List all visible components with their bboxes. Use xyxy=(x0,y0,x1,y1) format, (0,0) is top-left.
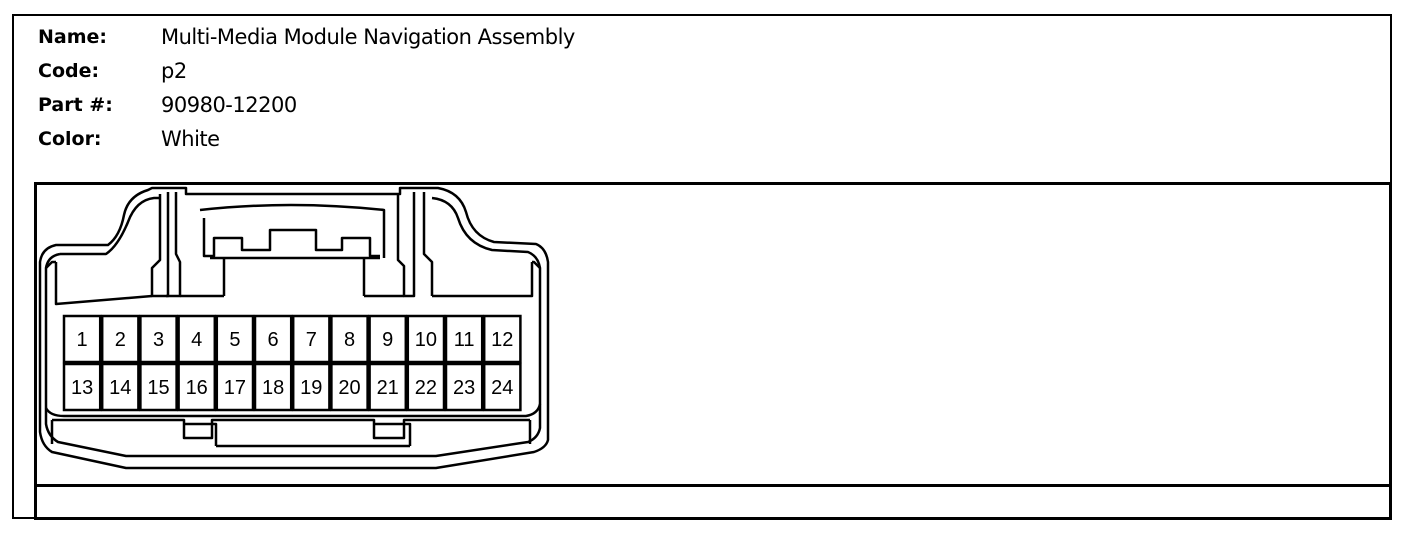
pin-cavity-11 xyxy=(444,314,484,364)
pin-cavity-23 xyxy=(444,362,484,412)
pin-label-16: 16 xyxy=(186,377,208,399)
code-value: p2 xyxy=(161,59,187,83)
pin-label-14: 14 xyxy=(109,377,131,399)
pin-label-4: 4 xyxy=(191,329,202,351)
pin-label-24: 24 xyxy=(491,377,513,399)
pin-label-18: 18 xyxy=(262,377,284,399)
color-label: Color: xyxy=(38,128,102,150)
pin-label-11: 11 xyxy=(454,329,475,351)
pin-cavity-8 xyxy=(330,314,369,364)
code-label: Code: xyxy=(38,60,100,82)
pin-label-7: 7 xyxy=(306,329,317,351)
pin-cavity-19 xyxy=(291,362,331,412)
pin-label-1: 1 xyxy=(77,329,88,351)
pin-cavity-13 xyxy=(62,362,102,412)
pin-cavity-17 xyxy=(215,362,255,412)
pin-label-21: 21 xyxy=(377,377,399,399)
pin-label-3: 3 xyxy=(153,329,164,351)
pin-label-12: 12 xyxy=(491,329,513,351)
pin-label-8: 8 xyxy=(344,329,355,351)
part-value: 90980-12200 xyxy=(161,93,297,117)
pin-label-5: 5 xyxy=(229,329,240,351)
pin-cavity-2 xyxy=(100,314,140,364)
pin-cavity-9 xyxy=(368,314,408,364)
pin-cavity-14 xyxy=(100,362,140,412)
pin-cavity-22 xyxy=(406,362,446,412)
pin-label-22: 22 xyxy=(415,377,437,399)
pin-cavity-15 xyxy=(139,362,178,412)
pin-label-20: 20 xyxy=(338,377,360,399)
color-value: White xyxy=(161,127,220,151)
pin-cavity-21 xyxy=(368,362,408,412)
diagram-frame xyxy=(34,182,1392,520)
pin-cavity-4 xyxy=(177,314,217,364)
pin-label-6: 6 xyxy=(268,329,279,351)
pin-cavity-24 xyxy=(482,362,522,412)
pin-cavity-10 xyxy=(406,314,446,364)
diagram-divider xyxy=(36,484,1391,487)
name-label: Name: xyxy=(38,26,108,48)
pin-label-13: 13 xyxy=(71,377,93,399)
name-value: Multi-Media Module Navigation Assembly xyxy=(161,25,575,49)
pin-cavity-7 xyxy=(291,314,331,364)
pin-cavity-1 xyxy=(62,314,102,364)
pin-label-10: 10 xyxy=(415,329,437,351)
pin-label-9: 9 xyxy=(382,329,393,351)
pin-label-23: 23 xyxy=(453,377,475,399)
pin-cavity-5 xyxy=(215,314,255,364)
pin-cavity-3 xyxy=(139,314,178,364)
pin-cavity-18 xyxy=(253,362,293,412)
pin-cavity-16 xyxy=(177,362,217,412)
pin-label-19: 19 xyxy=(300,377,322,399)
pin-label-17: 17 xyxy=(224,377,246,399)
part-label: Part #: xyxy=(38,94,113,116)
pin-label-15: 15 xyxy=(147,377,169,399)
pin-cavity-20 xyxy=(330,362,369,412)
pin-cavity-6 xyxy=(253,314,293,364)
pin-cavity-12 xyxy=(482,314,522,364)
pin-label-2: 2 xyxy=(115,329,126,351)
connector-housing-outline xyxy=(38,186,550,470)
